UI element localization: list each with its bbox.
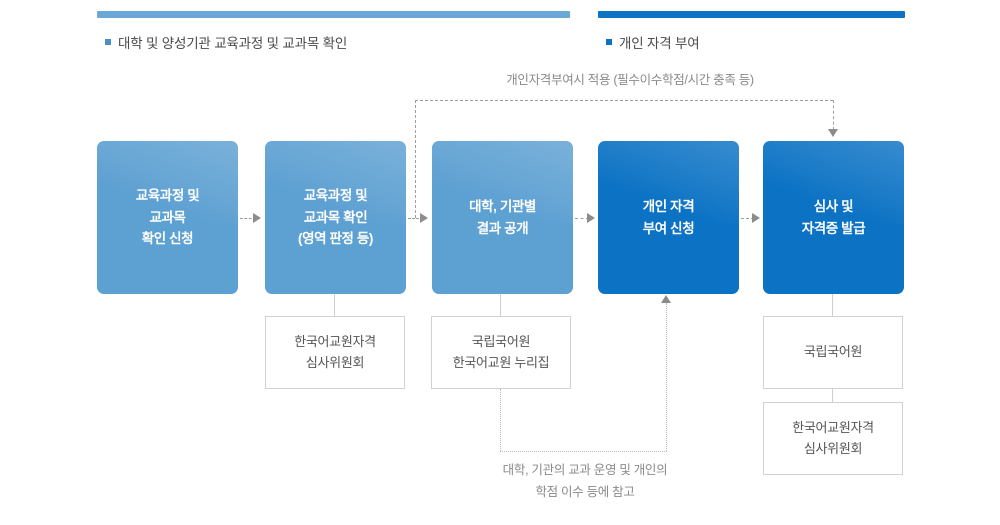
org-box-under-step5-second-label: 한국어교원자격 심사위원회 xyxy=(792,419,874,456)
feedback-bottom-arrow-icon xyxy=(661,295,671,303)
connector-step1-step2 xyxy=(240,218,256,219)
annotation-bottom-line-1: 대학, 기관의 교과 운영 및 개인의 xyxy=(502,463,668,477)
connector-step2-step3-arrow-icon xyxy=(420,213,428,223)
legend-label: 개인 자격 부여 xyxy=(619,36,700,51)
connector-step2-step3 xyxy=(408,218,423,219)
org-box-under-step2: 한국어교원자격 심사위원회 xyxy=(265,316,405,389)
process-step-5-label: 심사 및 자격증 발급 xyxy=(801,198,866,236)
process-step-1-label: 교육과정 및 교과목 확인 신청 xyxy=(135,187,200,247)
process-step-3[interactable]: 대학, 기관별 결과 공개 xyxy=(432,141,573,294)
feedback-top-arrow-icon xyxy=(828,129,838,137)
process-step-2-label: 교육과정 및 교과목 확인 (영역 판정 등) xyxy=(298,187,373,247)
process-step-5[interactable]: 심사 및 자격증 발급 xyxy=(763,141,904,294)
stem-org-to-org-right xyxy=(832,389,833,402)
process-step-2[interactable]: 교육과정 및 교과목 확인 (영역 판정 등) xyxy=(265,141,406,294)
feedback-top-left-segment xyxy=(415,100,416,218)
legend-bar-phase-2 xyxy=(598,11,905,18)
org-box-under-step5-first-label: 국립국어원 xyxy=(803,344,863,360)
org-box-under-step5-second: 한국어교원자격 심사위원회 xyxy=(763,402,903,475)
connector-step3-step4-arrow-icon xyxy=(587,213,595,223)
stem-step5-to-org xyxy=(832,294,833,316)
connector-step3-step4 xyxy=(575,218,589,219)
process-step-4-label: 개인 자격 부여 신청 xyxy=(642,198,695,236)
org-box-under-step5-first: 국립국어원 xyxy=(763,316,903,389)
process-step-4[interactable]: 개인 자격 부여 신청 xyxy=(598,141,739,294)
connector-step1-step2-arrow-icon xyxy=(253,213,261,223)
stem-step3-to-org xyxy=(500,294,501,316)
org-box-under-step2-label: 한국어교원자격 심사위원회 xyxy=(294,333,376,370)
feedback-bottom-left-segment xyxy=(500,389,501,451)
process-step-1[interactable]: 교육과정 및 교과목 확인 신청 xyxy=(97,141,238,294)
legend-bar-phase-1 xyxy=(97,11,570,18)
legend-item-phase-1: 대학 및 양성기관 교육과정 및 교과목 확인 xyxy=(105,32,347,52)
feedback-top-right-segment xyxy=(833,100,834,130)
feedback-top-horizontal-segment xyxy=(415,100,833,101)
annotation-bottom-line-2: 학점 이수 등에 참고 xyxy=(535,484,635,499)
org-box-under-step3: 국립국어원 한국어교원 누리집 xyxy=(431,316,571,389)
org-box-under-step3-label: 국립국어원 한국어교원 누리집 xyxy=(452,333,550,370)
connector-step4-step5-arrow-icon xyxy=(752,213,760,223)
annotation-bottom: 대학, 기관의 교과 운영 및 개인의 학점 이수 등에 참고 xyxy=(430,460,740,504)
legend-item-phase-2: 개인 자격 부여 xyxy=(606,32,700,52)
feedback-bottom-horizontal-segment xyxy=(500,451,667,452)
legend-label: 대학 및 양성기관 교육과정 및 교과목 확인 xyxy=(118,36,348,51)
legend-bullet-icon xyxy=(606,39,612,45)
stem-step2-to-org xyxy=(334,294,335,316)
process-step-3-label: 대학, 기관별 결과 공개 xyxy=(469,198,536,236)
annotation-top: 개인자격부여시 적용 (필수이수학점/시간 충족 등) xyxy=(506,73,754,87)
connector-step4-step5 xyxy=(741,218,754,219)
legend-bullet-icon xyxy=(105,39,111,45)
feedback-bottom-right-segment xyxy=(666,303,667,451)
